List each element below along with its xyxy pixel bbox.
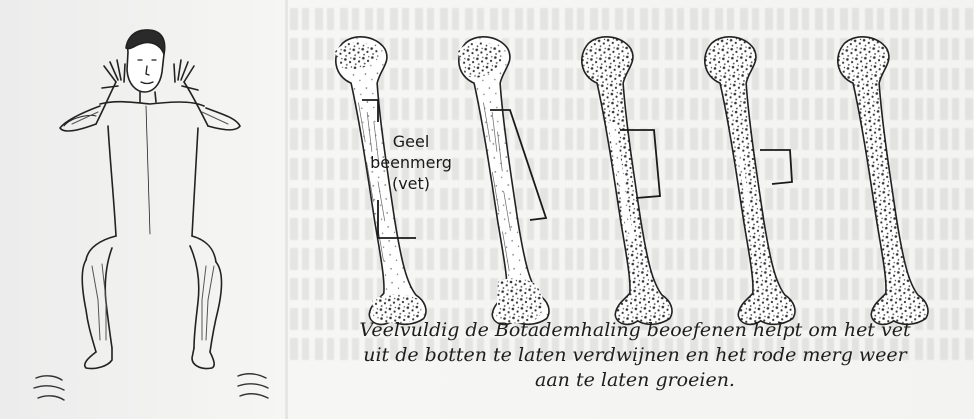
caption-line: Veelvuldig de Botademhaling beoefenen he… bbox=[300, 318, 970, 343]
right-upper-arm bbox=[206, 108, 240, 130]
left-leg bbox=[82, 260, 96, 352]
human-figure bbox=[34, 30, 268, 400]
caption-line: uit de botten te laten verdwijnen en het… bbox=[300, 343, 970, 368]
figure-caption: Veelvuldig de Botademhaling beoefenen he… bbox=[300, 318, 970, 393]
bone-5 bbox=[836, 34, 929, 328]
label-line: (vet) bbox=[362, 173, 460, 194]
caption-line: aan te laten groeien. bbox=[300, 368, 970, 393]
bracket-4 bbox=[760, 150, 792, 184]
bone-4 bbox=[703, 34, 796, 328]
bone-2 bbox=[457, 34, 550, 328]
yellow-marrow-label: Geel beenmerg (vet) bbox=[362, 131, 460, 194]
left-upper-arm bbox=[60, 106, 100, 131]
vibration-marks bbox=[34, 374, 268, 400]
label-line: Geel bbox=[362, 131, 460, 152]
torso bbox=[108, 126, 198, 236]
shoulders bbox=[100, 102, 204, 106]
label-line: beenmerg bbox=[362, 152, 460, 173]
left-hand bbox=[102, 60, 125, 88]
right-leg bbox=[210, 262, 222, 352]
left-foot bbox=[85, 348, 112, 369]
